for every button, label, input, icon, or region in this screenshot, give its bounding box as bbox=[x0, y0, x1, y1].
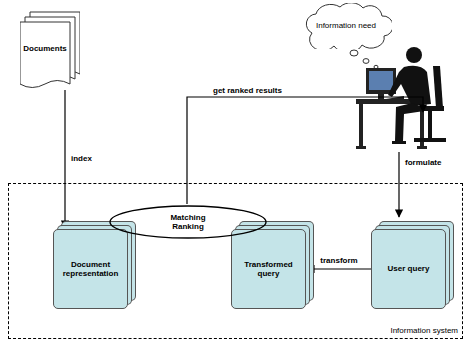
process-box: User query bbox=[371, 229, 446, 309]
node-label: Matching Ranking bbox=[163, 213, 213, 231]
result-arrow bbox=[187, 97, 423, 204]
node-label: Transformed query bbox=[232, 260, 305, 278]
node-label: Documents bbox=[23, 44, 67, 53]
system-label: Information system bbox=[390, 326, 458, 335]
thought-dot bbox=[363, 59, 369, 64]
process-box: Transformed query bbox=[231, 229, 306, 309]
document-stack: Documents bbox=[20, 8, 80, 90]
edge-label: index bbox=[70, 154, 93, 163]
thought-dot bbox=[350, 50, 358, 56]
connector-arrow bbox=[64, 90, 65, 228]
flow-label: get ranked results bbox=[212, 86, 283, 95]
node-label: Document representation bbox=[54, 260, 127, 278]
thought-cloud: Information need bbox=[300, 3, 392, 49]
user-icon bbox=[356, 47, 446, 149]
node-label: Information need bbox=[315, 21, 377, 30]
node-label: User query bbox=[372, 264, 445, 273]
system-boundary: Information system Document representatio… bbox=[8, 183, 463, 339]
matching-ellipse: Matching Ranking bbox=[109, 205, 267, 239]
connector-arrow bbox=[307, 268, 371, 269]
formulate-arrow bbox=[398, 152, 399, 217]
process-box: Document representation bbox=[53, 229, 128, 309]
edge-label: transform bbox=[319, 256, 358, 265]
flow-label: formulate bbox=[404, 158, 442, 167]
